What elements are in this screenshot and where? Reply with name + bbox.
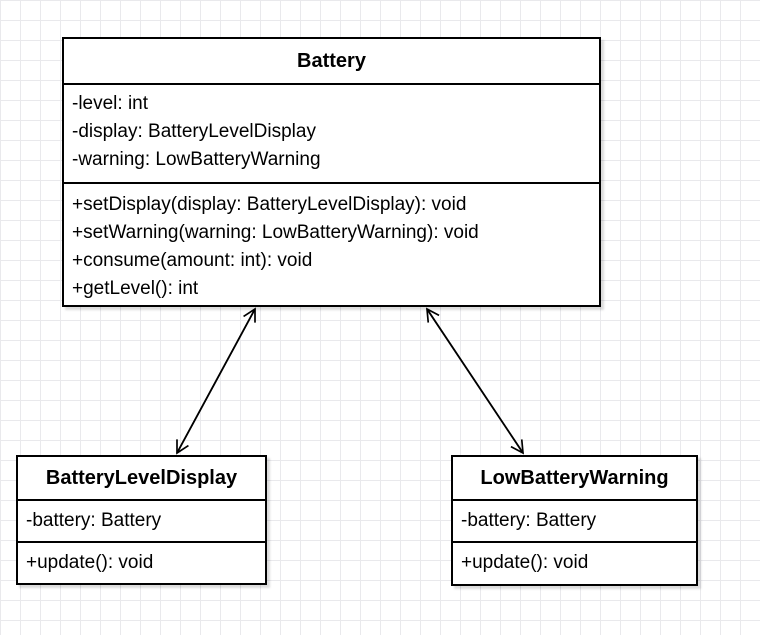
attribute: -level: int	[72, 93, 149, 114]
class-methods-low-battery-warning: +update(): void	[453, 543, 696, 584]
method: +getLevel(): int	[72, 278, 199, 299]
class-attributes-low-battery-warning: -battery: Battery	[453, 501, 696, 543]
class-box-low-battery-warning[interactable]: LowBatteryWarning -battery: Battery +upd…	[451, 455, 698, 586]
class-title-battery-level-display: BatteryLevelDisplay	[18, 457, 265, 501]
method: +setDisplay(display: BatteryLevelDisplay…	[72, 194, 467, 215]
class-box-battery-level-display[interactable]: BatteryLevelDisplay -battery: Battery +u…	[16, 455, 267, 585]
attribute: -display: BatteryLevelDisplay	[72, 121, 316, 142]
association-battery-display[interactable]	[176, 307, 256, 455]
method: +consume(amount: int): void	[72, 250, 313, 271]
attribute: -warning: LowBatteryWarning	[72, 149, 321, 170]
class-methods-battery-level-display: +update(): void	[18, 543, 265, 583]
association-battery-warning[interactable]	[426, 307, 524, 455]
attribute: -battery: Battery	[461, 510, 597, 531]
class-box-battery[interactable]: Battery -level: int -display: BatteryLev…	[62, 37, 601, 307]
class-title-low-battery-warning: LowBatteryWarning	[453, 457, 696, 501]
class-attributes-battery: -level: int -display: BatteryLevelDispla…	[64, 85, 599, 184]
method: +update(): void	[461, 552, 589, 573]
method: +update(): void	[26, 552, 154, 573]
class-methods-battery: +setDisplay(display: BatteryLevelDisplay…	[64, 184, 599, 305]
class-title-battery: Battery	[64, 39, 599, 85]
class-attributes-battery-level-display: -battery: Battery	[18, 501, 265, 543]
method: +setWarning(warning: LowBatteryWarning):…	[72, 222, 479, 243]
attribute: -battery: Battery	[26, 510, 162, 531]
